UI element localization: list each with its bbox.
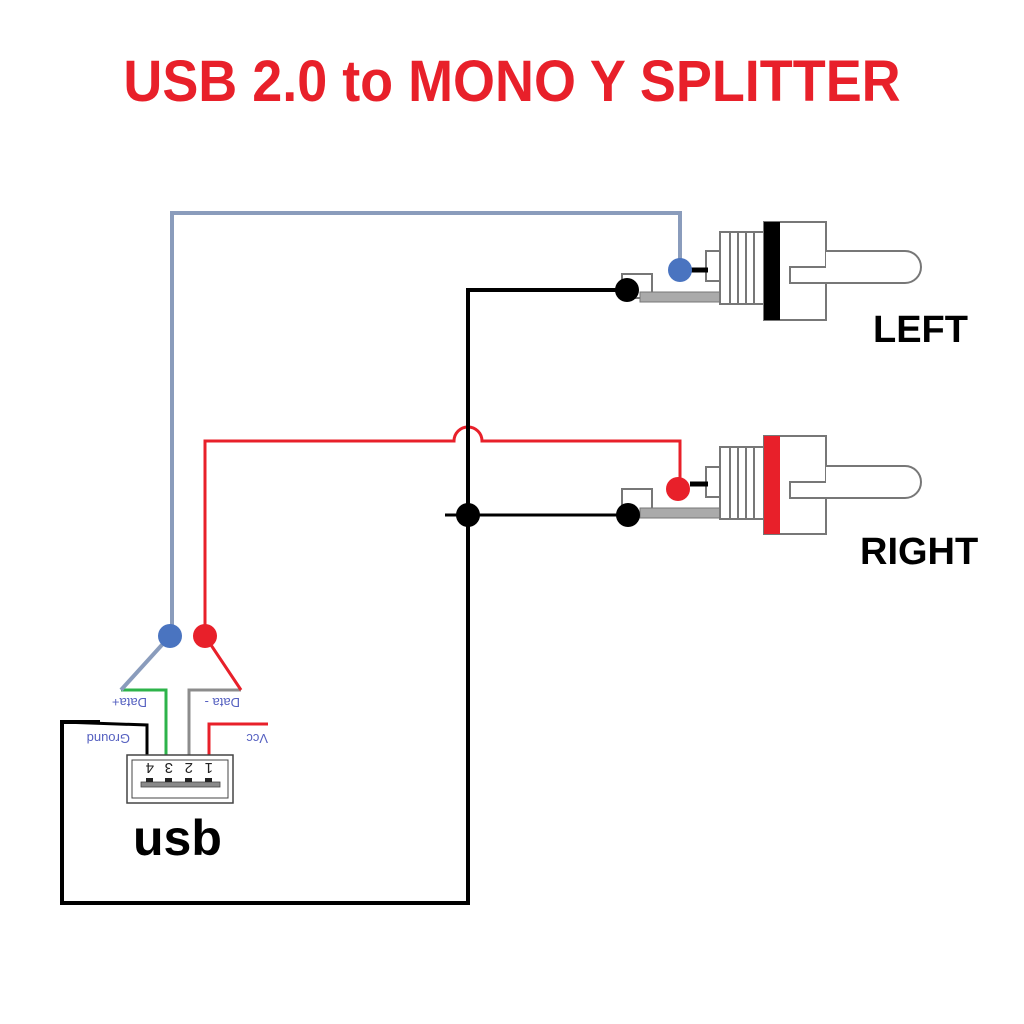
left-label: LEFT xyxy=(873,309,968,351)
node-data-plus xyxy=(158,624,182,648)
pin-label-data-plus: Data+ xyxy=(112,695,147,710)
lead-data-plus xyxy=(119,634,172,692)
node-ground-junction xyxy=(456,503,480,527)
pin-num-4: 4 xyxy=(146,759,154,776)
wire-data-plus xyxy=(170,211,682,636)
pin-num-2: 2 xyxy=(185,759,193,776)
wire-data-minus xyxy=(203,425,682,636)
diagram-title: USB 2.0 to MONO Y SPLITTER xyxy=(123,49,901,114)
node-left-sleeve xyxy=(615,278,639,302)
pin-num-1: 1 xyxy=(205,759,213,776)
wire-usb-data-minus-grey xyxy=(187,688,241,756)
node-right-sleeve xyxy=(616,503,640,527)
right-label: RIGHT xyxy=(860,531,978,573)
node-data-minus xyxy=(193,624,217,648)
wire-usb-ground xyxy=(61,720,149,756)
wire-usb-data-plus-green xyxy=(121,688,168,756)
pin-label-ground: Ground xyxy=(87,731,130,746)
pin-label-vcc: Vcc xyxy=(246,731,268,746)
pin-num-3: 3 xyxy=(165,759,173,776)
rca-connector-left xyxy=(621,221,922,321)
node-right-tip xyxy=(666,477,690,501)
pin-label-data-minus: Data - xyxy=(205,695,240,710)
usb-port: 4 3 2 1 xyxy=(126,754,234,804)
wire-usb-vcc xyxy=(207,722,268,756)
usb-label: usb xyxy=(133,810,222,866)
node-left-tip xyxy=(668,258,692,282)
